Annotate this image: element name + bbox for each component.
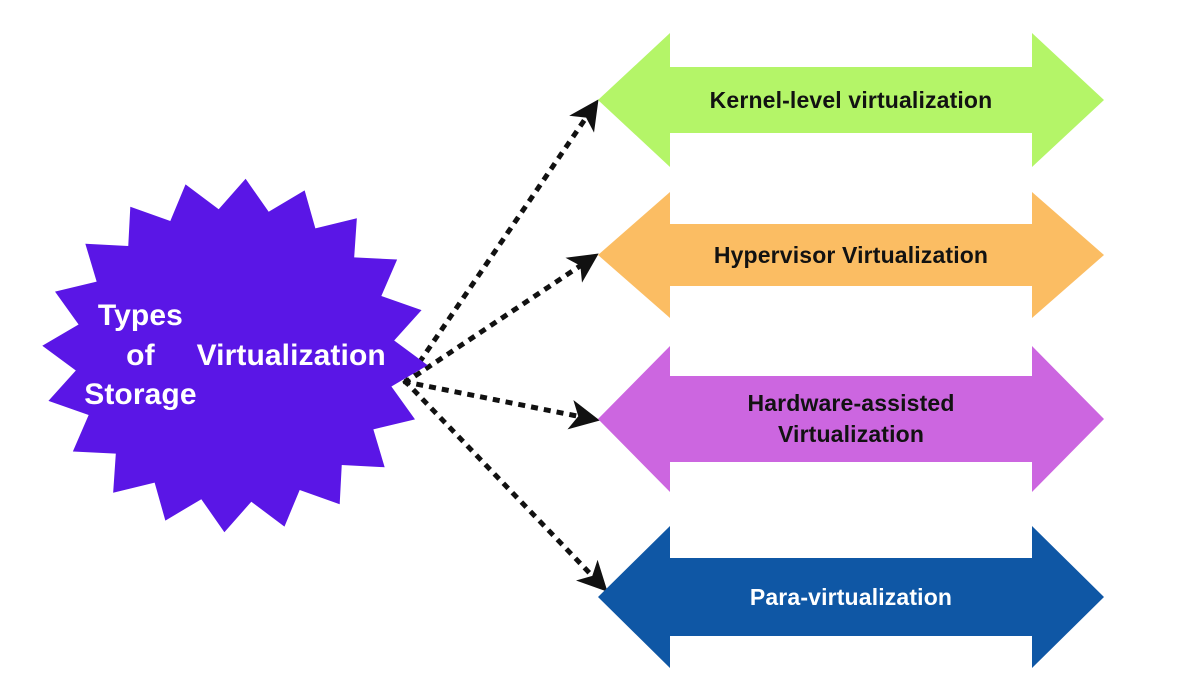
center-node-label: Types of Storage Virtualization <box>40 178 430 533</box>
double-arrow-shape <box>598 192 1104 318</box>
branch-arrow-kernel-level[interactable]: Kernel-level virtualization <box>598 33 1104 167</box>
center-node[interactable]: Types of Storage Virtualization <box>40 178 430 533</box>
branch-arrow-label: Kernel-level virtualization <box>709 86 993 113</box>
connector-line-4 <box>402 378 608 592</box>
double-arrow-shape <box>598 526 1104 668</box>
branch-arrow-para-virtualization[interactable]: Para-virtualization <box>598 526 1104 668</box>
center-label-line1: Types of Storage <box>84 299 197 412</box>
starburst-shape <box>42 178 428 533</box>
branch-arrow-label: Para-virtualization <box>749 583 953 610</box>
center-label-line2: Virtualization <box>196 338 386 372</box>
double-arrow-shape <box>598 33 1104 167</box>
branch-arrow-label: Hypervisor Virtualization <box>713 241 989 268</box>
branch-arrow-hardware-assisted[interactable]: Hardware-assisted Virtualization <box>598 346 1104 492</box>
connector-line-2 <box>402 253 599 386</box>
double-arrow-shape <box>598 346 1104 492</box>
connector-line-3 <box>403 379 600 430</box>
branch-arrow-hypervisor[interactable]: Hypervisor Virtualization <box>598 192 1104 318</box>
branch-arrow-label: Hardware-assisted Virtualization <box>747 390 955 447</box>
connector-line-1 <box>402 99 599 386</box>
